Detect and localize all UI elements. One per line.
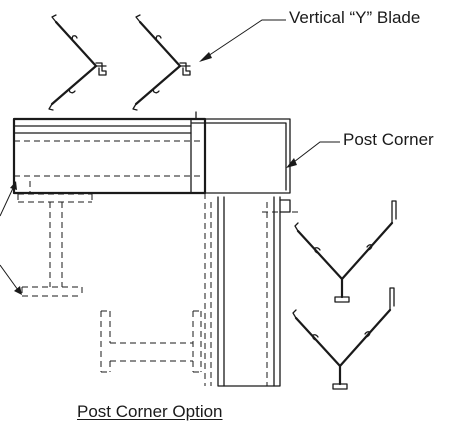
diagram-caption: Post Corner Option xyxy=(77,402,223,421)
vertical-post xyxy=(204,193,298,387)
y-blade-lower-1 xyxy=(293,199,398,304)
i-beam-left xyxy=(17,181,93,297)
post-corner xyxy=(12,111,291,195)
post-corner-label: Post Corner xyxy=(343,130,434,149)
y-blade-left xyxy=(47,13,108,112)
leader-vertical-y-blade xyxy=(199,19,286,62)
vertical-y-blade-label: Vertical “Y” Blade xyxy=(289,8,421,27)
y-blade-right xyxy=(131,13,192,112)
leader-left-arrows xyxy=(0,181,22,295)
leader-post-corner xyxy=(286,141,340,168)
y-blade-lower-2 xyxy=(291,286,396,391)
i-beam-bottom xyxy=(100,310,202,373)
